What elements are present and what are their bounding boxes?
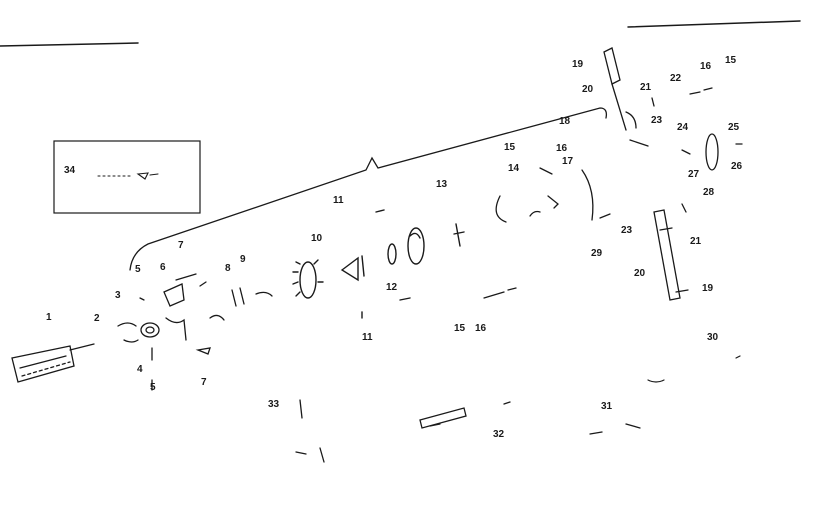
part-shaft-end <box>11 343 95 383</box>
part-30 <box>647 355 741 383</box>
part-housing-front <box>117 297 160 343</box>
callout-c21a: 21 <box>640 82 652 93</box>
callout-c28: 28 <box>703 187 715 198</box>
part-gear-13 <box>407 223 465 265</box>
callout-c30: 30 <box>707 332 719 343</box>
part-lower-shaft <box>653 209 689 301</box>
callout-c7a: 7 <box>178 240 184 251</box>
callout-c24: 24 <box>677 122 689 133</box>
callout-c16a: 16 <box>556 143 568 154</box>
callout-c5a: 5 <box>135 264 141 275</box>
part-spring-clip <box>231 287 273 307</box>
callout-c16c: 16 <box>700 61 712 72</box>
callout-c20a: 20 <box>582 84 594 95</box>
part-vertical-shaft <box>603 47 655 147</box>
callout-c16b: 16 <box>475 323 487 334</box>
callout-c25: 25 <box>728 122 740 133</box>
part-bearing-12 <box>387 243 411 301</box>
callout-c33: 33 <box>268 399 280 410</box>
callout-c9: 9 <box>240 254 246 265</box>
callout-c23b: 23 <box>621 225 633 236</box>
callout-c29: 29 <box>591 248 603 259</box>
callout-c10: 10 <box>311 233 323 244</box>
callout-c5b: 5 <box>150 382 156 393</box>
callout-34: 34 <box>64 165 76 176</box>
callout-c6: 6 <box>160 262 166 273</box>
part-flange-24 <box>681 87 743 213</box>
part-collar-11 <box>340 209 385 319</box>
callout-c23a: 23 <box>651 115 663 126</box>
callout-c31: 31 <box>601 401 613 412</box>
inset-part-34 <box>97 172 159 180</box>
callout-c2: 2 <box>94 313 100 324</box>
assembly-brace <box>129 107 608 271</box>
callout-c27: 27 <box>688 169 700 180</box>
callout-c1: 1 <box>46 312 52 323</box>
part-bracket <box>151 273 225 391</box>
callout-c4: 4 <box>137 364 143 375</box>
callout-c19a: 19 <box>572 59 584 70</box>
header-rule-left <box>0 42 139 47</box>
callout-c20b: 20 <box>634 268 646 279</box>
part-pin-31 <box>419 407 641 435</box>
callout-c26: 26 <box>731 161 743 172</box>
callout-c18: 18 <box>559 116 571 127</box>
callout-c11b: 11 <box>362 332 373 343</box>
callout-c15c: 15 <box>725 55 737 66</box>
callout-c7b: 7 <box>201 377 207 388</box>
callout-c22: 22 <box>670 73 682 84</box>
part-screw-33 <box>295 399 511 463</box>
part-shaft-14 <box>483 167 559 299</box>
callout-c14: 14 <box>508 163 520 174</box>
callout-c3: 3 <box>115 290 121 301</box>
part-gear-10 <box>292 259 324 299</box>
callout-c8: 8 <box>225 263 231 274</box>
callout-c13: 13 <box>436 179 448 190</box>
callout-c12: 12 <box>386 282 398 293</box>
callout-c32: 32 <box>493 429 505 440</box>
callout-c17: 17 <box>562 156 574 167</box>
callout-c19b: 19 <box>702 283 714 294</box>
header-rule-right <box>627 20 801 28</box>
callout-c15a: 15 <box>504 142 516 153</box>
part-ring-17 <box>581 169 611 221</box>
inset-frame <box>53 140 201 214</box>
callout-c11a: 11 <box>333 195 344 206</box>
callout-c15b: 15 <box>454 323 466 334</box>
callout-c21b: 21 <box>690 236 702 247</box>
